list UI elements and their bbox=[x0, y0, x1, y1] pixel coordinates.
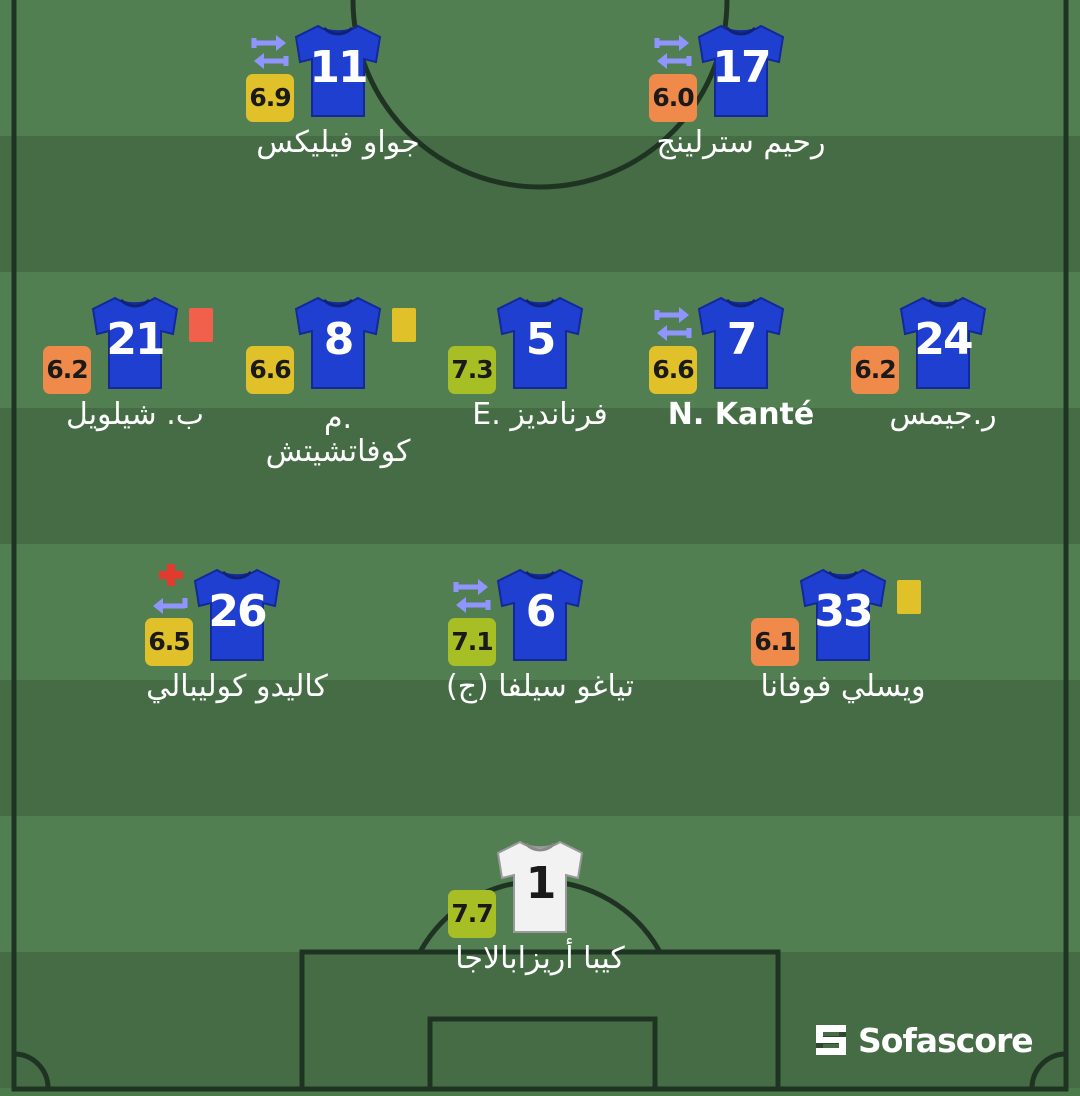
shirt-icon bbox=[496, 294, 584, 390]
shirt-number: 33 bbox=[814, 586, 873, 637]
red-card-icon bbox=[189, 308, 213, 342]
center-circle bbox=[350, 0, 730, 190]
shirt-number: 8 bbox=[323, 314, 355, 365]
rating-badge: 6.0 bbox=[649, 74, 697, 122]
shirt-number: 11 bbox=[309, 42, 368, 93]
shirt-number: 21 bbox=[106, 314, 165, 365]
substitution-icon bbox=[653, 34, 693, 70]
rating-badge: 7.7 bbox=[448, 890, 496, 938]
pitch-stripe bbox=[0, 136, 1080, 272]
sofascore-logo[interactable]: Sofascore bbox=[814, 1020, 1034, 1060]
shirt-number: 17 bbox=[712, 42, 771, 93]
player-name: كيبا أريزابالاجا bbox=[455, 941, 625, 976]
rating-badge: 6.1 bbox=[751, 618, 799, 666]
rating-badge: 6.6 bbox=[246, 346, 294, 394]
shirt-icon bbox=[799, 566, 887, 662]
shirt-icon bbox=[899, 294, 987, 390]
shirt-icon bbox=[697, 294, 785, 390]
player-name: رحيم سترلينج bbox=[656, 125, 826, 160]
shirt-icon bbox=[294, 22, 382, 118]
sofascore-logo-icon bbox=[816, 1025, 846, 1055]
pitch-stripe bbox=[0, 680, 1080, 816]
shirt-number: 1 bbox=[525, 858, 557, 909]
shirt-icon bbox=[697, 22, 785, 118]
substitution-icon bbox=[452, 578, 492, 614]
rating-badge: 6.6 bbox=[649, 346, 697, 394]
rating-badge: 7.1 bbox=[448, 618, 496, 666]
player-name: كاليدو كوليبالي bbox=[146, 669, 328, 704]
yellow-card-icon bbox=[897, 580, 921, 614]
pitch-stripe bbox=[0, 0, 1080, 136]
rating-badge: 7.3 bbox=[448, 346, 496, 394]
player-name: م. كوفاتشيتش bbox=[265, 401, 411, 469]
corner-arc-right bbox=[1029, 1051, 1067, 1089]
brand-name: Sofascore bbox=[858, 1020, 1034, 1060]
shirt-icon bbox=[496, 566, 584, 662]
pitch-stripe bbox=[0, 408, 1080, 544]
shirt-number: 6 bbox=[525, 586, 557, 637]
player-name: تياغو سيلفا (ج) bbox=[445, 669, 634, 704]
shirt-icon bbox=[91, 294, 179, 390]
player-name: جواو فيليكس bbox=[256, 125, 420, 160]
player-name: N. Kanté bbox=[667, 397, 815, 432]
substitution-icon bbox=[250, 34, 290, 70]
substitution-icon bbox=[653, 306, 693, 342]
rating-badge: 6.9 bbox=[246, 74, 294, 122]
substitution-icon bbox=[149, 596, 189, 616]
rating-badge: 6.5 bbox=[145, 618, 193, 666]
rating-badge: 6.2 bbox=[43, 346, 91, 394]
corner-arc-left bbox=[13, 1051, 51, 1089]
goalkeeper-shirt-icon bbox=[496, 838, 584, 934]
injury-icon bbox=[157, 562, 185, 588]
player-name: E. فرنانديز bbox=[472, 397, 608, 432]
player-name: ويسلي فوفانا bbox=[760, 669, 926, 704]
shirt-number: 7 bbox=[726, 314, 758, 365]
goal-area bbox=[427, 1016, 658, 1092]
rating-badge: 6.2 bbox=[851, 346, 899, 394]
shirt-icon bbox=[294, 294, 382, 390]
shirt-number: 24 bbox=[914, 314, 973, 365]
player-name: ب. شيلويل bbox=[65, 397, 204, 432]
shirt-icon bbox=[193, 566, 281, 662]
shirt-number: 26 bbox=[208, 586, 267, 637]
player-name: ر.جيمس bbox=[889, 397, 997, 432]
shirt-number: 5 bbox=[525, 314, 557, 365]
yellow-card-icon bbox=[392, 308, 416, 342]
